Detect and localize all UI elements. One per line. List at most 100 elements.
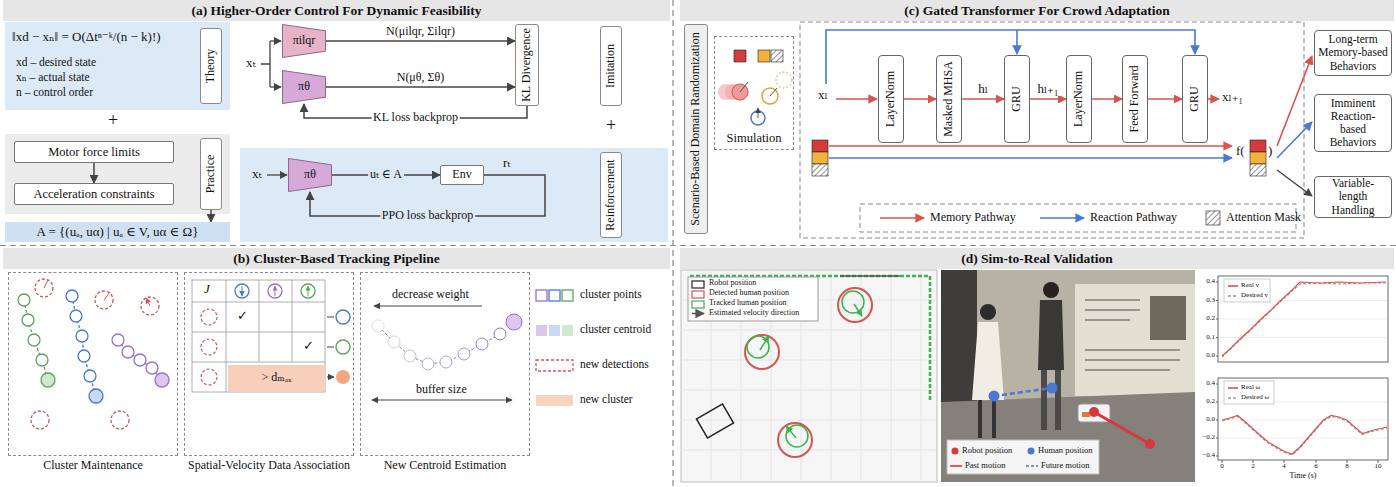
transformer-block: GRU — [1004, 55, 1030, 143]
text-wrap: Masked MHSA — [942, 61, 956, 137]
text-wrap: (c) Gated Transformer For Crowd Adaptati… — [904, 3, 1169, 19]
centroid-estimation-sketch — [372, 399, 512, 400]
node-text: Masked MHSA — [942, 61, 956, 137]
kl-box: KL Divergence — [515, 24, 539, 106]
panel-divider — [0, 245, 1396, 246]
handling-arrow — [1277, 170, 1312, 196]
transformer-frame — [800, 22, 1304, 238]
photo — [1075, 284, 1195, 396]
token-stack — [1250, 152, 1266, 164]
velocity-plot — [1224, 381, 1274, 404]
photo — [941, 392, 1195, 482]
map-screenshot — [681, 270, 937, 482]
panel-divider — [672, 0, 673, 487]
token-stack — [1250, 140, 1266, 152]
text-wrap: Reinforcement — [604, 159, 618, 230]
node-text: Imitation — [604, 44, 618, 88]
text-wrap: πilqr — [293, 34, 316, 48]
cluster-maintenance-sketch — [112, 334, 124, 346]
centroid-estimation-sketch — [388, 336, 400, 348]
transformer-block: Feed Forward — [1122, 55, 1148, 143]
map-screenshot — [747, 336, 769, 358]
tick-label: 0.3 — [1206, 297, 1215, 305]
connector — [326, 40, 515, 42]
text-wrap: (b) Cluster-Based Tracking Pipeline — [233, 251, 439, 267]
legend-text: Tracked human position — [709, 299, 786, 308]
token-stack — [1250, 164, 1266, 176]
cluster-maintenance-sketch — [24, 300, 48, 380]
node-text: (b) Cluster-Based Tracking Pipeline — [233, 251, 439, 267]
simulation-scene — [758, 50, 770, 62]
cluster-maintenance-sketch — [22, 314, 34, 326]
legend-swatch — [536, 395, 573, 406]
legend-text: new detections — [580, 358, 649, 371]
photo — [1082, 412, 1090, 417]
legend-text: new cluster — [580, 393, 633, 406]
trapezoid-shape — [283, 25, 326, 58]
rejection-band: > dₘₐₓ — [228, 365, 325, 391]
node-text: LayerNorm — [1072, 71, 1086, 127]
edge-label: N(μθ, Σθ) — [395, 71, 447, 84]
checkmark: ✓ — [237, 309, 248, 323]
velocity-plot — [1198, 270, 1394, 482]
photo — [1044, 370, 1058, 430]
legend-sample — [549, 290, 560, 301]
legend-sample — [1040, 217, 1084, 219]
legend-text: Future motion — [1041, 461, 1089, 470]
cluster-maintenance-sketch — [66, 290, 78, 302]
reaction-pathway — [826, 30, 1312, 158]
connector — [93, 163, 95, 183]
rotated-label-box: Theory — [200, 28, 222, 104]
cluster-maintenance-sketch — [146, 362, 158, 374]
centroid-estimation-sketch — [506, 314, 522, 330]
tick-label: 4 — [1282, 463, 1286, 471]
centroid-estimation-sketch — [422, 358, 434, 370]
simulation-scene — [718, 50, 792, 125]
node-text: Motor force limits — [48, 145, 140, 159]
node-text: Variable-length Handling — [1318, 177, 1388, 217]
legend-text: Robot position — [709, 279, 756, 288]
photo — [989, 391, 1000, 402]
stage-panel: Cluster Maintenance — [8, 272, 178, 456]
tick-label: 0 — [1220, 463, 1224, 471]
photo — [1145, 439, 1155, 449]
association-table — [201, 339, 217, 355]
cluster-maintenance-sketch — [18, 294, 30, 306]
token-stack — [812, 152, 828, 164]
velocity-plot — [1224, 279, 1270, 302]
association-table — [192, 280, 350, 392]
cluster-maintenance-sketch — [111, 411, 129, 429]
legend-sample — [1228, 285, 1238, 287]
region-background — [5, 22, 230, 110]
node-text: Theory — [204, 49, 218, 84]
legend-sample — [536, 290, 547, 301]
annotation: buffer size — [416, 383, 467, 396]
node-text: (c) Gated Transformer For Crowd Adaptati… — [904, 3, 1169, 19]
tick-label: 2 — [1251, 463, 1255, 471]
table-header: J — [204, 282, 210, 296]
node-text: A = {(uₐ, uα) | uₐ ∈ V, uα ∈ Ω} — [37, 225, 199, 240]
cluster-maintenance-sketch — [122, 346, 134, 358]
centroid-estimation-sketch — [458, 348, 470, 360]
cluster-maintenance-sketch — [41, 373, 55, 387]
node-text: Env — [452, 168, 471, 182]
state-symbol: xₜ — [246, 56, 256, 70]
association-table — [201, 369, 217, 385]
legend-sample — [1206, 211, 1220, 225]
legend-sample — [549, 325, 560, 336]
legend-sample — [562, 290, 573, 301]
tick-label: −0.4 — [1202, 452, 1215, 460]
centroid-estimation-sketch — [378, 326, 500, 364]
velocity-plot — [1218, 301, 1388, 439]
tick-label: 0.0 — [1206, 352, 1215, 360]
map-screenshot — [760, 336, 769, 350]
velocity-plot — [1218, 276, 1388, 362]
reaction-pathway — [1277, 122, 1312, 158]
edge-label: PPO loss backprop — [380, 209, 475, 222]
velocity-plot — [1218, 378, 1388, 460]
rotated-label-box: Imitation — [600, 26, 622, 106]
state-arrow — [270, 86, 281, 87]
state-symbol: xₗ — [818, 88, 828, 102]
